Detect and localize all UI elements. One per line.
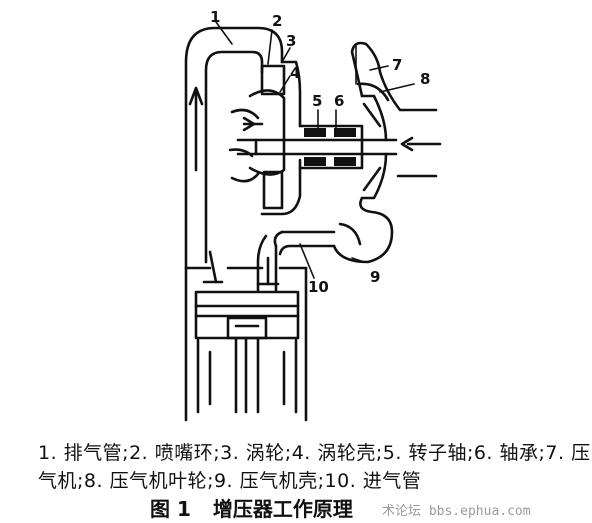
label-6: 6 <box>334 92 344 110</box>
label-5: 5 <box>312 92 322 110</box>
bearings <box>304 128 356 166</box>
cylinder <box>184 250 308 422</box>
turbine-housing <box>242 60 302 216</box>
figure-title: 图 1 增压器工作原理 <box>150 493 353 522</box>
intake-pipe <box>256 230 336 292</box>
label-8: 8 <box>420 70 430 88</box>
piston <box>194 290 300 414</box>
caption-line-2: 气机;8. 压气机叶轮;9. 压气机壳;10. 进气管 <box>38 470 422 492</box>
label-7: 7 <box>392 56 402 74</box>
label-3: 3 <box>286 32 296 50</box>
label-4: 4 <box>290 64 300 82</box>
label-10: 10 <box>308 278 329 296</box>
rotor-shaft <box>236 124 398 170</box>
label-9: 9 <box>370 268 380 286</box>
figure-number: 图 1 <box>150 497 191 521</box>
compressor-impeller <box>360 94 442 200</box>
compressor-housing <box>332 41 438 264</box>
watermark: 术论坛 bbs.ephua.com <box>382 504 531 519</box>
turbine <box>228 64 286 210</box>
label-2: 2 <box>272 12 282 30</box>
leader-lines <box>215 21 415 279</box>
label-1: 1 <box>210 8 220 26</box>
caption-line-1: 1. 排气管;2. 喷嘴环;3. 涡轮;4. 涡轮壳;5. 转子轴;6. 轴承;… <box>38 442 591 464</box>
exhaust-pipe <box>184 26 284 270</box>
figure-title-text: 增压器工作原理 <box>212 497 353 521</box>
